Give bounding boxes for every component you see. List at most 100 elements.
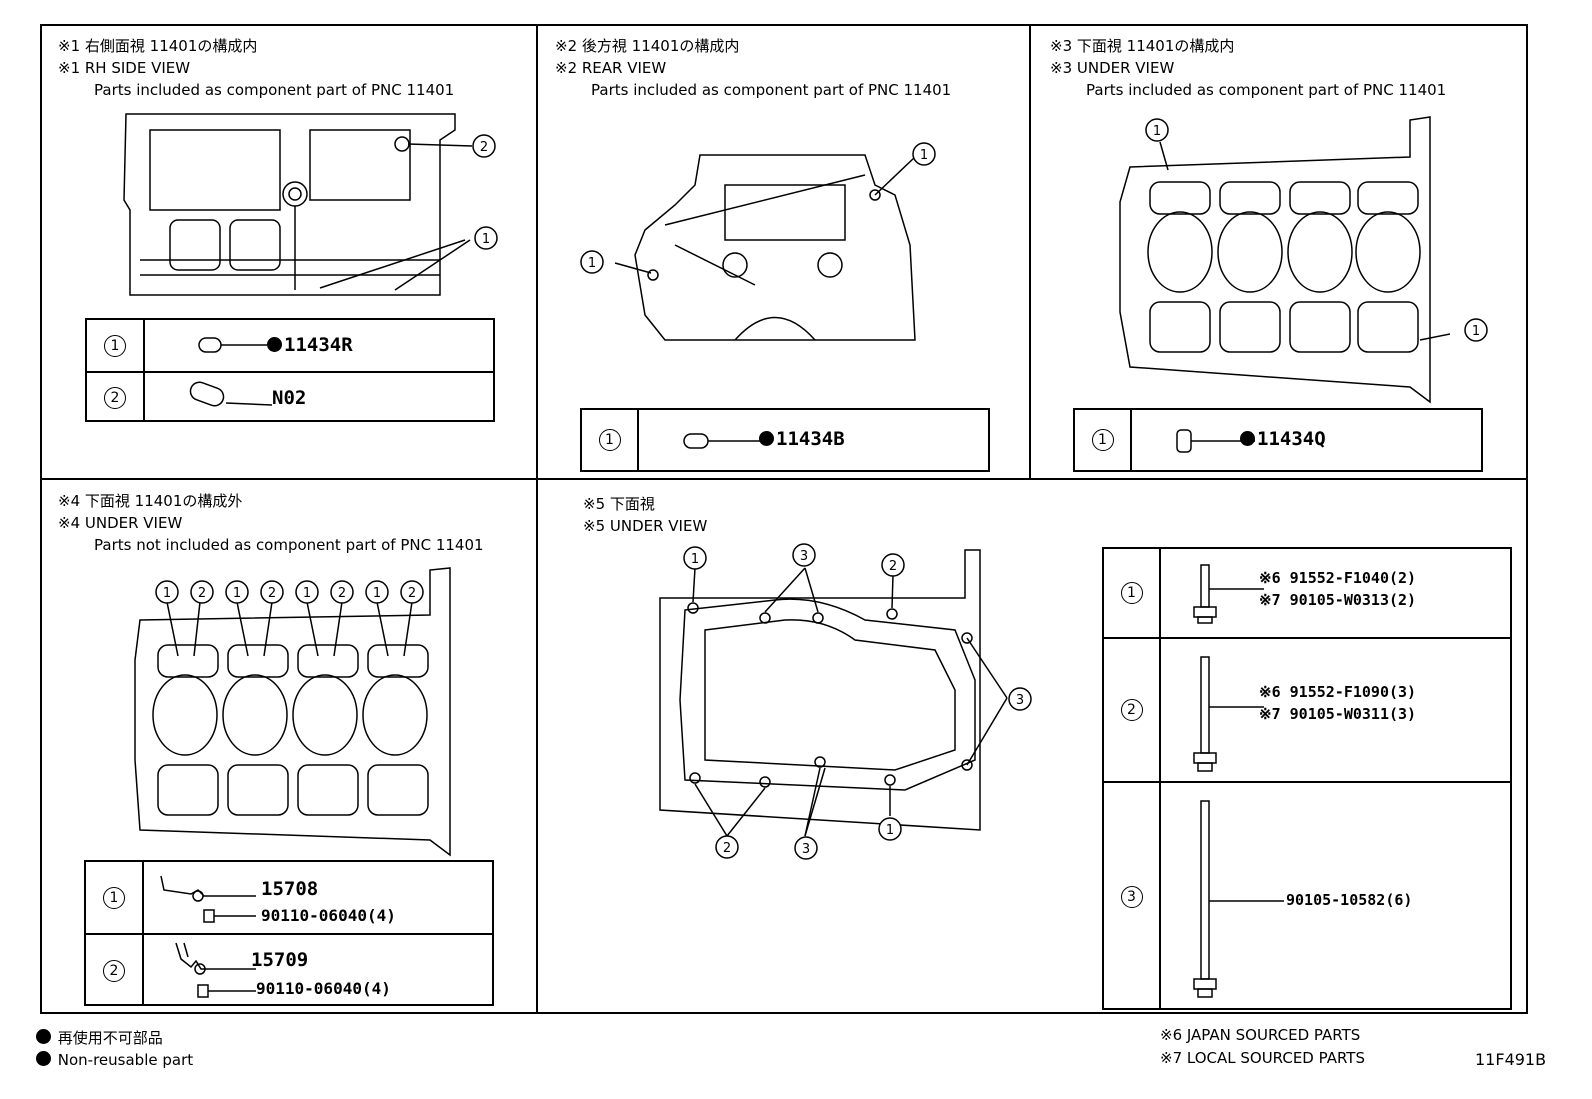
table-row: 1 11434R bbox=[87, 320, 493, 371]
legend-jp: 再使用不可部品 bbox=[36, 1027, 163, 1048]
p2-callout-1b: 1 bbox=[580, 250, 604, 274]
p1-callout-2: 2 bbox=[472, 134, 496, 158]
p3-callout-1b: 1 bbox=[1464, 318, 1488, 342]
p5-callout-3a: 3 bbox=[792, 543, 816, 567]
p5-bolt-table: 1 ※6 91552-F1040(2) ※7 90105-W0313(2) 2 … bbox=[1102, 547, 1512, 1010]
note-local-sourced: ※7 LOCAL SOURCED PARTS bbox=[1160, 1049, 1365, 1067]
part-label: 11434B bbox=[759, 428, 845, 450]
svg-text:2: 2 bbox=[408, 586, 416, 601]
non-reusable-icon bbox=[1240, 431, 1255, 446]
table-row: 2 N02 bbox=[87, 371, 493, 422]
part-label: 11434R bbox=[267, 334, 353, 356]
bolt-label: 90110-06040(4) bbox=[256, 979, 391, 998]
svg-text:1: 1 bbox=[1153, 124, 1161, 139]
rear-view-drawing bbox=[614, 154, 916, 341]
svg-text:1: 1 bbox=[303, 586, 311, 601]
svg-text:1: 1 bbox=[373, 586, 381, 601]
svg-text:2: 2 bbox=[198, 586, 206, 601]
p4-callout-1d: 1 bbox=[365, 580, 389, 604]
non-reusable-icon bbox=[36, 1029, 51, 1044]
svg-text:1: 1 bbox=[886, 823, 894, 838]
oil-jet-icon bbox=[160, 875, 256, 923]
diagram-frame bbox=[40, 24, 1528, 1014]
oil-jet-icon bbox=[175, 942, 256, 998]
p5-callout-2a: 2 bbox=[881, 553, 905, 577]
p4-callout-2c: 2 bbox=[330, 580, 354, 604]
p2-callout-1a: 1 bbox=[912, 142, 936, 166]
col-divider-2 bbox=[1029, 24, 1031, 478]
non-reusable-icon bbox=[267, 337, 282, 352]
table-row: 1 15708 90110-06040(4) bbox=[86, 862, 492, 933]
p4-callout-1b: 1 bbox=[225, 580, 249, 604]
svg-text:1: 1 bbox=[920, 148, 928, 163]
panel1-header: ※1 右側面視 11401の構成内 ※1 RH SIDE VIEW Parts … bbox=[58, 37, 455, 99]
under-view-oil-jet-drawing bbox=[134, 567, 451, 857]
rh-side-view-drawing bbox=[123, 113, 473, 296]
svg-text:1: 1 bbox=[233, 586, 241, 601]
svg-text:2: 2 bbox=[480, 140, 488, 155]
part-label-japan: ※6 91552-F1090(3) bbox=[1259, 683, 1417, 701]
note-japan-sourced: ※6 JAPAN SOURCED PARTS bbox=[1160, 1026, 1361, 1044]
p5-callout-1b: 1 bbox=[878, 817, 902, 841]
part-label: N02 bbox=[272, 387, 307, 409]
p1-parts-table: 1 11434R 2 N02 bbox=[85, 318, 495, 422]
svg-text:1: 1 bbox=[691, 552, 699, 567]
p1-callout-1: 1 bbox=[474, 226, 498, 250]
svg-text:1: 1 bbox=[482, 232, 490, 247]
svg-text:3: 3 bbox=[1016, 693, 1024, 708]
oil-pan-mating-drawing bbox=[659, 549, 1008, 837]
table-row: 1 ※6 91552-F1040(2) ※7 90105-W0313(2) bbox=[1104, 549, 1510, 637]
legend-en: Non-reusable part bbox=[36, 1051, 193, 1069]
p5-callout-2b: 2 bbox=[715, 835, 739, 859]
dowel-icon bbox=[189, 381, 272, 407]
p4-callout-2d: 2 bbox=[400, 580, 424, 604]
table-row: 2 15709 90110-06040(4) bbox=[86, 933, 492, 1006]
table-row: 1 11434B bbox=[582, 410, 988, 470]
svg-text:1: 1 bbox=[163, 586, 171, 601]
bolt-icon bbox=[1193, 800, 1284, 998]
svg-text:1: 1 bbox=[1472, 324, 1480, 339]
panel5-header: ※5 下面視 ※5 UNDER VIEW bbox=[583, 495, 708, 535]
p3-parts-table: 1 11434Q bbox=[1073, 408, 1483, 472]
p4-callout-1a: 1 bbox=[155, 580, 179, 604]
svg-text:2: 2 bbox=[889, 559, 897, 574]
part-label-local: ※7 90105-W0311(3) bbox=[1259, 705, 1417, 723]
part-label: 15709 bbox=[251, 949, 309, 971]
p5-callout-3b: 3 bbox=[1008, 687, 1032, 711]
svg-text:1: 1 bbox=[588, 256, 596, 271]
non-reusable-icon bbox=[759, 431, 774, 446]
p2-parts-table: 1 11434B bbox=[580, 408, 990, 472]
svg-text:3: 3 bbox=[802, 842, 810, 857]
pin-icon bbox=[198, 337, 267, 353]
pin-icon bbox=[683, 433, 762, 449]
part-label: 11434Q bbox=[1240, 428, 1326, 450]
col-divider-1 bbox=[536, 24, 538, 1014]
p5-callout-3c: 3 bbox=[794, 836, 818, 860]
p3-callout-1a: 1 bbox=[1145, 118, 1169, 142]
panel4-header: ※4 下面視 11401の構成外 ※4 UNDER VIEW Parts not… bbox=[58, 492, 484, 554]
p4-callout-2a: 2 bbox=[190, 580, 214, 604]
part-label: 90105-10582(6) bbox=[1286, 891, 1413, 909]
bolt-icon bbox=[1193, 656, 1264, 772]
bolt-icon bbox=[1193, 564, 1264, 624]
p5-callout-1a: 1 bbox=[683, 546, 707, 570]
svg-text:2: 2 bbox=[338, 586, 346, 601]
svg-text:2: 2 bbox=[723, 841, 731, 856]
part-label-local: ※7 90105-W0313(2) bbox=[1259, 591, 1417, 609]
under-view-drawing bbox=[1119, 116, 1450, 404]
panel2-header: ※2 後方視 11401の構成内 ※2 REAR VIEW Parts incl… bbox=[555, 37, 952, 99]
panel3-header: ※3 下面視 11401の構成内 ※3 UNDER VIEW Parts inc… bbox=[1050, 37, 1447, 99]
p4-callout-2b: 2 bbox=[260, 580, 284, 604]
part-label-japan: ※6 91552-F1040(2) bbox=[1259, 569, 1417, 587]
p4-callout-1c: 1 bbox=[295, 580, 319, 604]
p4-parts-table: 1 15708 90110-06040(4) 2 15709 90110-060… bbox=[84, 860, 494, 1006]
svg-text:3: 3 bbox=[800, 549, 808, 564]
svg-text:2: 2 bbox=[268, 586, 276, 601]
table-row: 3 90105-10582(6) bbox=[1104, 781, 1510, 1010]
table-row: 2 ※6 91552-F1090(3) ※7 90105-W0311(3) bbox=[1104, 637, 1510, 781]
non-reusable-icon bbox=[36, 1051, 51, 1066]
part-label: 15708 bbox=[261, 878, 319, 900]
row-divider bbox=[40, 478, 1528, 480]
table-row: 1 11434Q bbox=[1075, 410, 1481, 470]
figure-id: 11F491B bbox=[1475, 1050, 1547, 1069]
